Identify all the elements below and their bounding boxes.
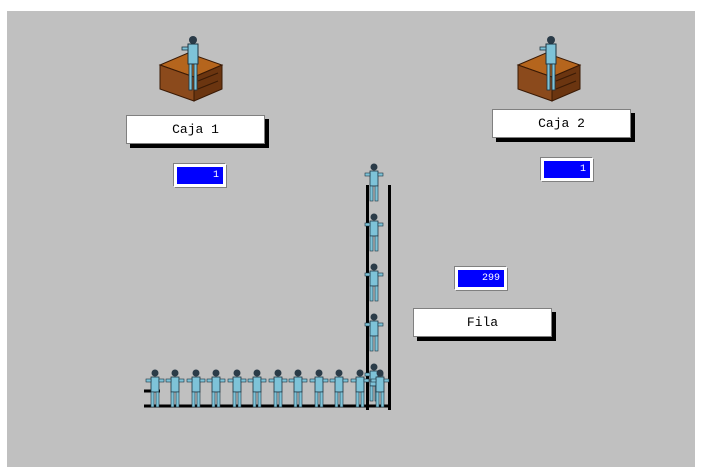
standing-person-icon bbox=[227, 369, 247, 409]
station-2-label: Caja 2 bbox=[492, 109, 631, 138]
standing-person-icon bbox=[370, 369, 390, 409]
desk-with-clerk-icon bbox=[516, 35, 582, 105]
standing-person-icon bbox=[309, 369, 329, 409]
standing-person-icon bbox=[247, 369, 267, 409]
standing-person-icon bbox=[165, 369, 185, 409]
standing-person-icon bbox=[364, 163, 384, 203]
desk-with-clerk-icon bbox=[158, 35, 224, 105]
standing-person-icon bbox=[268, 369, 288, 409]
queue-counter: 299 bbox=[455, 267, 507, 290]
standing-person-icon bbox=[364, 263, 384, 303]
standing-person-icon bbox=[350, 369, 370, 409]
standing-person-icon bbox=[186, 369, 206, 409]
simulation-canvas: Caja 1 1 Caja 2 1 299 Fila bbox=[7, 11, 695, 467]
standing-person-icon bbox=[329, 369, 349, 409]
queue-label: Fila bbox=[413, 308, 552, 337]
standing-person-icon bbox=[145, 369, 165, 409]
station-2-counter: 1 bbox=[541, 158, 593, 181]
standing-person-icon bbox=[206, 369, 226, 409]
standing-person-icon bbox=[364, 213, 384, 253]
station-1-label: Caja 1 bbox=[126, 115, 265, 144]
standing-person-icon bbox=[364, 313, 384, 353]
standing-person-icon bbox=[288, 369, 308, 409]
